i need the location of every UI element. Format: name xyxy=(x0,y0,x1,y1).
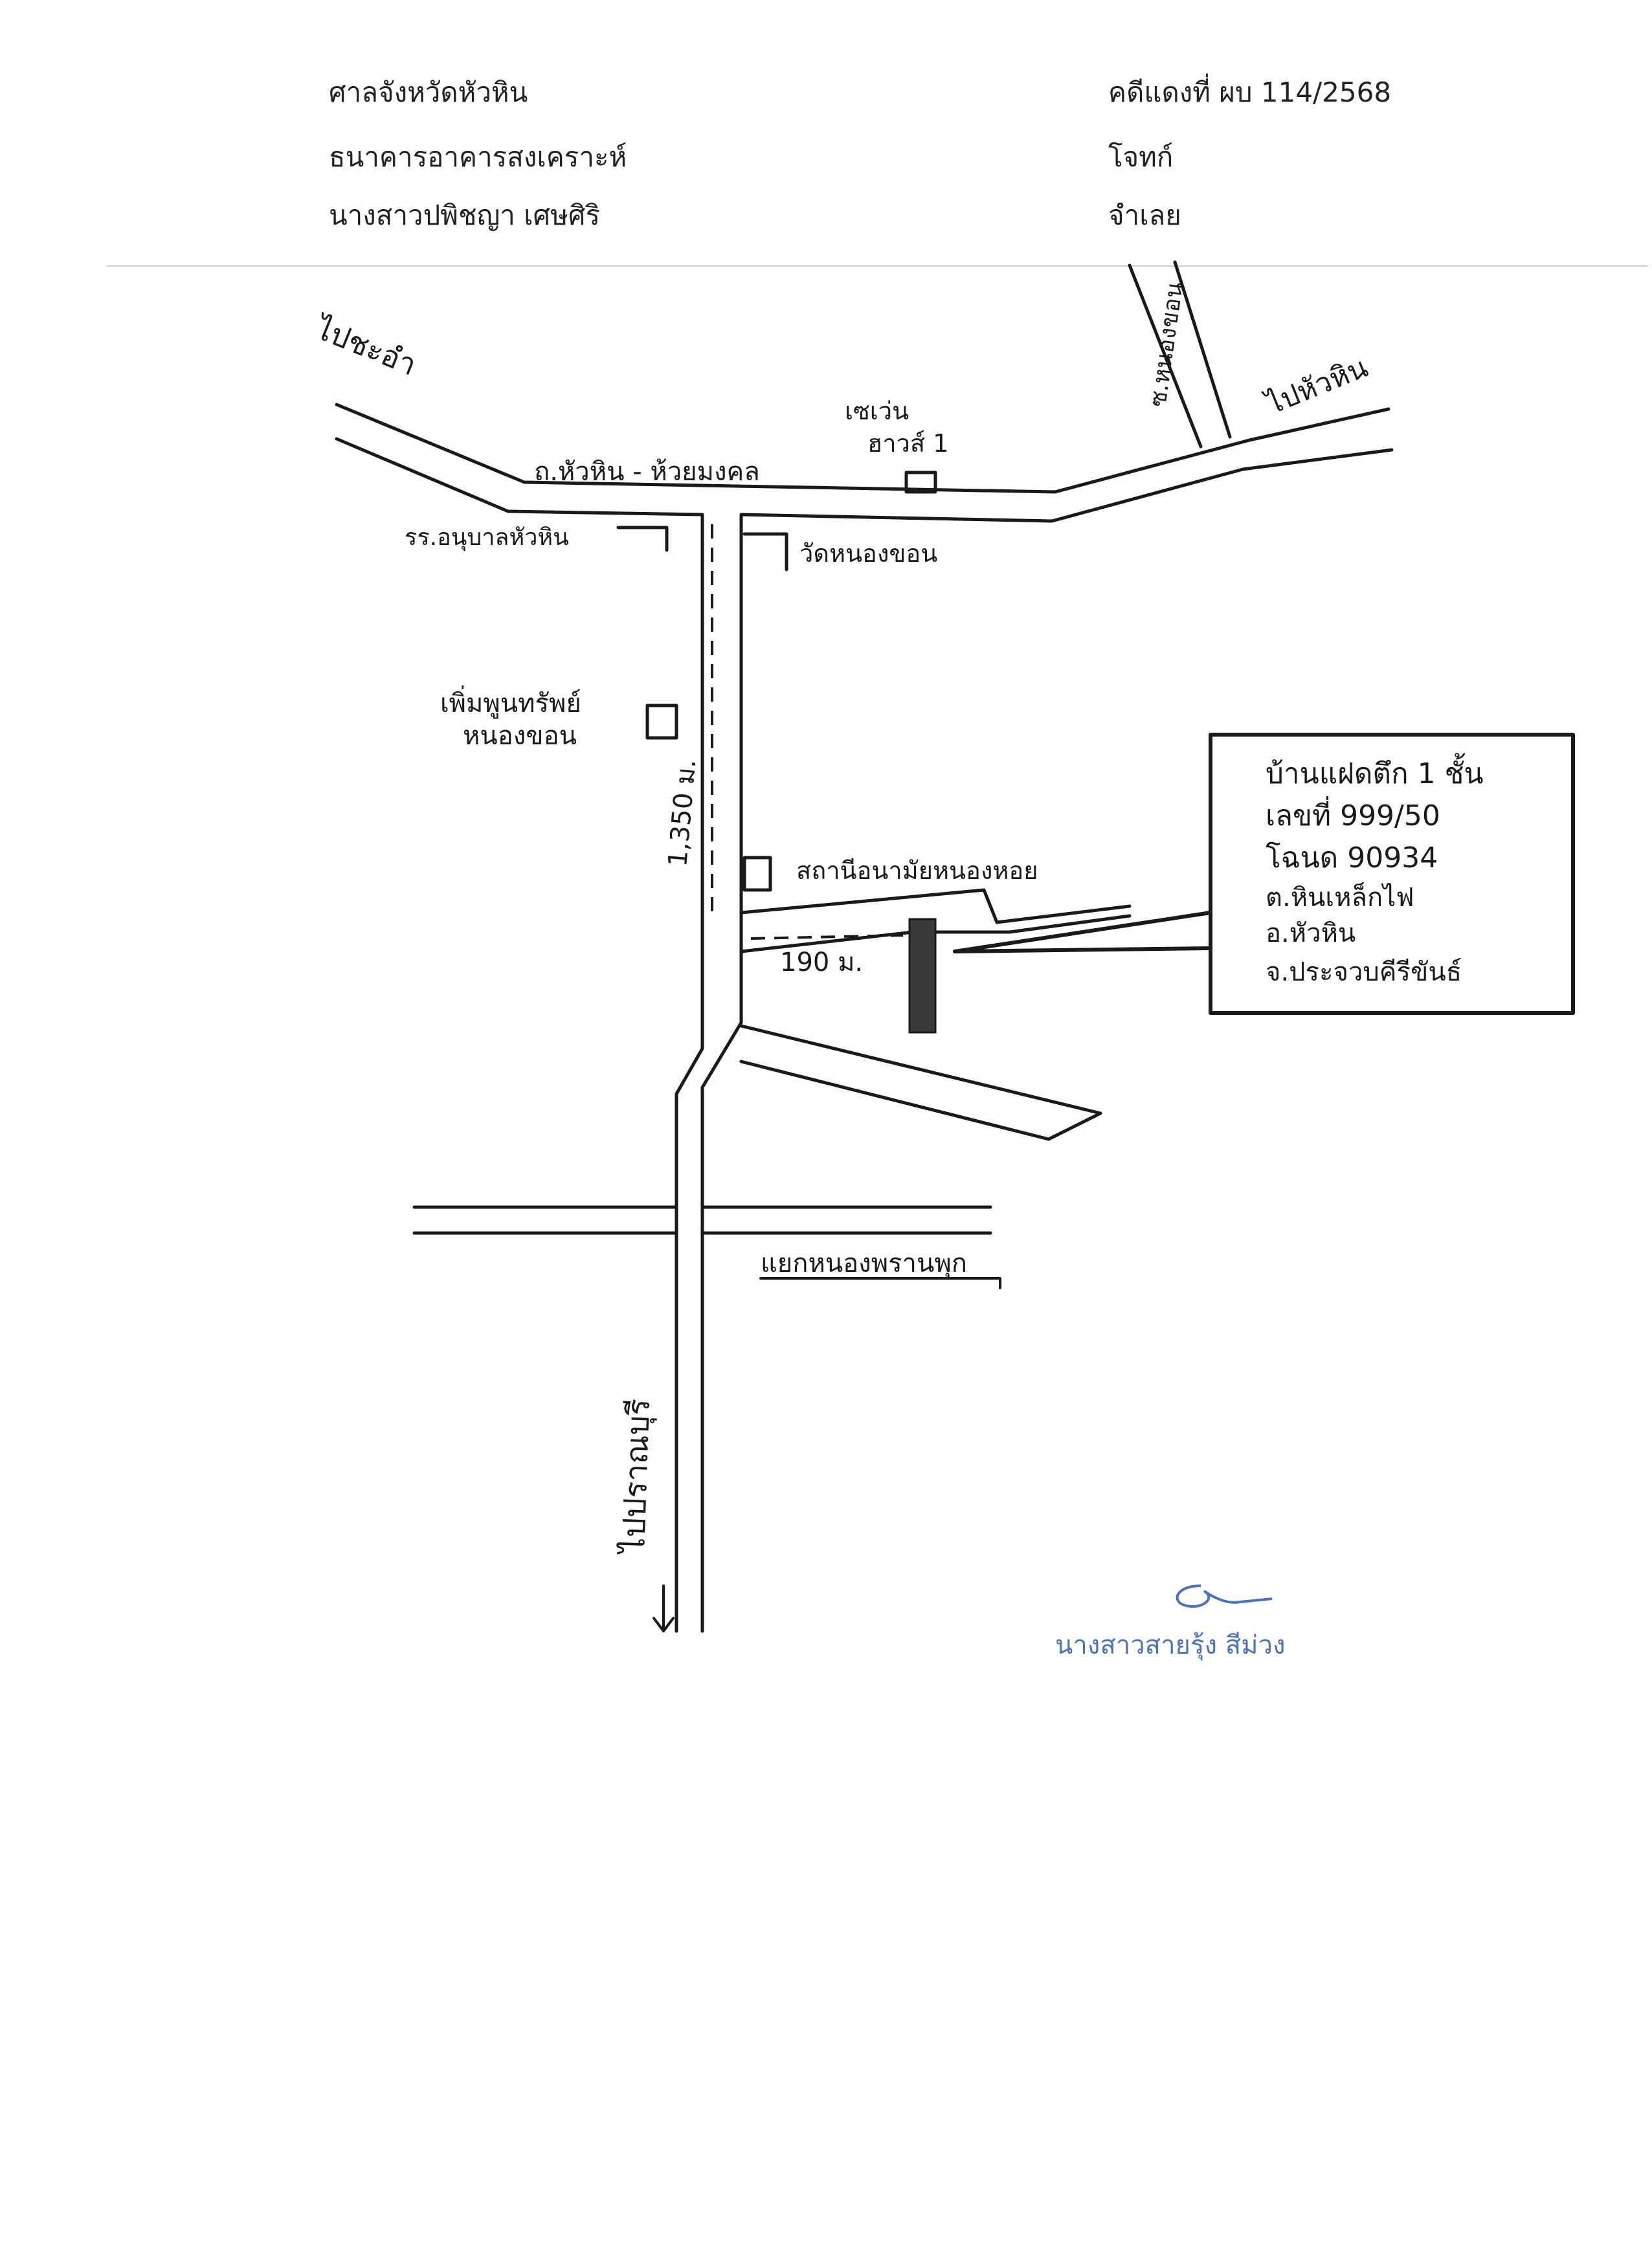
soi-south-edge xyxy=(739,914,1132,953)
label-seven-eleven-line2: ฮาวส์ 1 xyxy=(867,429,948,458)
soi-north-edge xyxy=(739,888,1132,924)
label-to-hua-hin: ไปหัวหิน xyxy=(1260,351,1372,421)
label-health-station: สถานีอนามัยหนองหอย xyxy=(796,856,1038,885)
label-to-pranburi: ไปปราณบุรี xyxy=(616,1398,658,1556)
branch-north-edge xyxy=(739,1024,1102,1115)
label-junction: แยกหนองพรานพุก xyxy=(761,1249,967,1279)
property-line-5: อ.หัวหิน xyxy=(1266,918,1356,948)
label-temple: วัดหนองขอน xyxy=(799,539,937,568)
coop-marker xyxy=(645,704,678,740)
signature-name: นางสาวสายรุ้ง สีม่วง xyxy=(1055,1630,1286,1661)
side-road-north-left xyxy=(1128,263,1203,449)
plaintiff-role: โจทก์ xyxy=(1108,141,1174,173)
seven-eleven-marker xyxy=(904,471,937,494)
main-road-bottom-edge xyxy=(335,437,704,517)
school-marker xyxy=(616,526,669,552)
label-distance-short: 190 ม. xyxy=(780,948,863,977)
label-seven-eleven: เซเว่น xyxy=(845,397,909,425)
signature-scribble xyxy=(1176,1584,1273,1608)
label-side-road: ซ.หนองขอน xyxy=(1144,280,1189,408)
label-school: รร.อนุบาลหัวหิน xyxy=(405,524,569,551)
label-to-cha-am: ไปชะอำ xyxy=(309,310,421,383)
property-line-6: จ.ประจวบคีรีขันธ์ xyxy=(1266,957,1462,987)
court-name: ศาลจังหวัดหัวหิน xyxy=(329,76,528,108)
plaintiff-name: ธนาคารอาคารสงเคราะห์ xyxy=(329,141,627,173)
callout-leader xyxy=(953,911,1212,953)
health-station-marker xyxy=(742,856,772,892)
temple-marker xyxy=(742,532,788,572)
label-coop-line2: หนองขอน xyxy=(463,721,577,751)
south-road-west-edge xyxy=(675,513,704,1633)
header-divider xyxy=(107,265,1647,267)
south-arrow xyxy=(653,1584,675,1632)
label-distance-long: 1,350 ม. xyxy=(663,758,702,868)
side-road-north-right xyxy=(1173,260,1232,439)
main-road-top-edge xyxy=(335,403,1390,494)
distance-guide-short xyxy=(750,934,904,940)
defendant-name: นางสาวปพิชญา เศษศิริ xyxy=(329,199,601,231)
property-line-3: โฉนด 90934 xyxy=(1266,841,1438,874)
south-road-east-edge xyxy=(700,513,743,1633)
junction-marker xyxy=(759,1277,1001,1289)
property-callout-frame xyxy=(1209,733,1575,1015)
branch-south-edge xyxy=(739,1060,1102,1141)
defendant-role: จำเลย xyxy=(1108,199,1181,231)
label-main-road: ถ.หัวหิน - ห้วยมงคล xyxy=(534,457,760,487)
property-line-2: เลขที่ 999/50 xyxy=(1266,795,1440,832)
main-road-bottom-edge-east xyxy=(739,448,1394,523)
property-line-4: ต.หินเหล็กไฟ xyxy=(1266,882,1414,913)
property-building xyxy=(908,918,937,1034)
property-line-1: บ้านแฝดตึก 1 ชั้น xyxy=(1266,753,1484,790)
case-number: คดีแดงที่ ผบ 114/2568 xyxy=(1108,76,1392,108)
label-coop: เพิ่มพูนทรัพย์ xyxy=(440,685,581,718)
